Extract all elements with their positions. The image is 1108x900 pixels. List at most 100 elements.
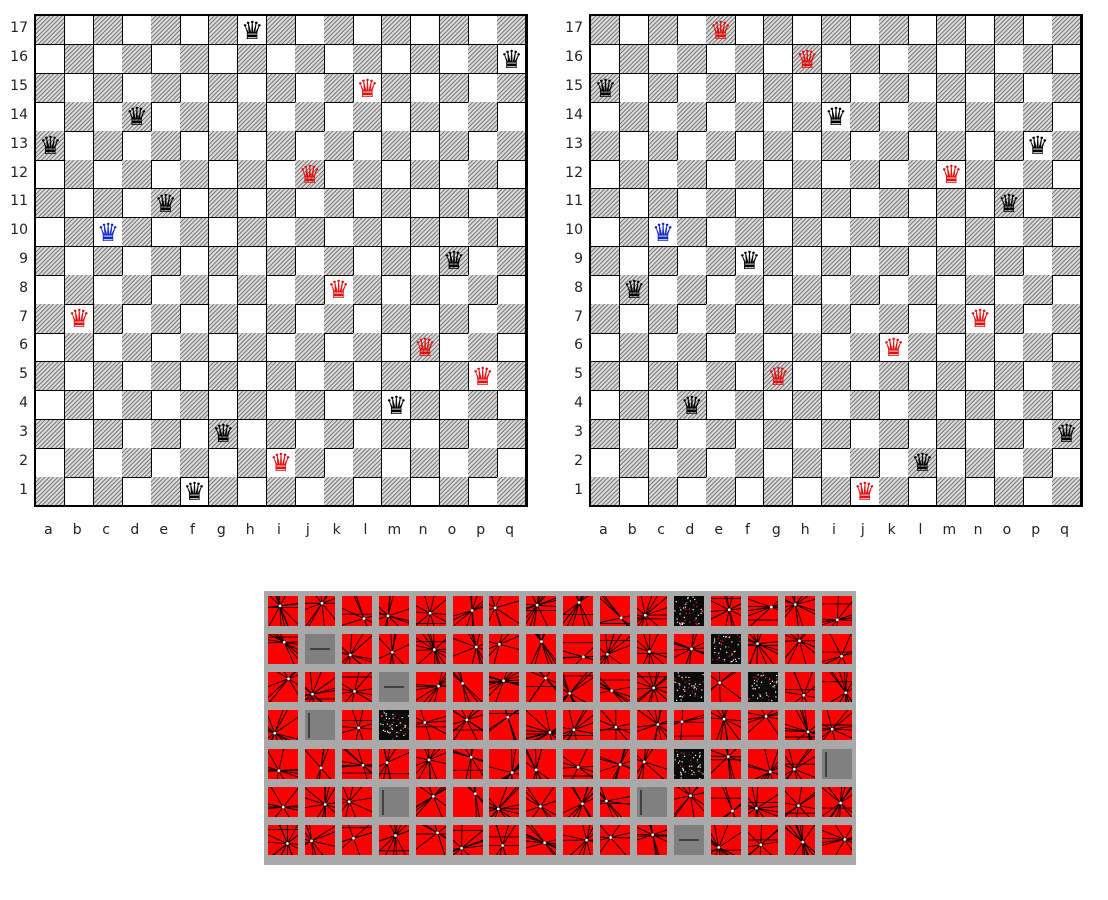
square-g10 (763, 217, 794, 248)
red-pattern-tile (304, 595, 335, 626)
square-a15 (36, 73, 66, 103)
square-f11 (735, 188, 765, 219)
square-f14 (180, 102, 210, 132)
square-f17 (735, 16, 765, 46)
square-i7 (821, 304, 851, 334)
red-pattern-tile (378, 748, 409, 779)
square-q6 (497, 333, 527, 363)
square-i11 (821, 188, 851, 219)
square-k12 (324, 160, 354, 190)
square-k14 (879, 102, 909, 132)
square-m6 (381, 333, 412, 363)
square-i2 (821, 448, 851, 478)
square-n11 (410, 188, 441, 219)
red-pattern-tile (526, 595, 557, 626)
square-m11 (381, 188, 412, 219)
red-pattern-tile (304, 825, 335, 856)
pattern-tile-grid (264, 591, 856, 865)
square-c2 (648, 448, 678, 478)
square-a2 (591, 448, 621, 478)
square-h13 (237, 131, 268, 161)
rank-label: 6 (574, 337, 583, 354)
square-g6 (208, 333, 239, 363)
square-b6 (64, 333, 95, 363)
square-i1 (821, 477, 851, 507)
red-pattern-tile (600, 710, 631, 741)
square-h10 (792, 217, 823, 248)
square-a8 (36, 275, 66, 305)
square-j1 (850, 477, 880, 507)
square-a11 (36, 188, 66, 219)
square-j14 (295, 102, 325, 132)
square-k16 (879, 44, 909, 75)
file-label: n (973, 522, 983, 538)
board-grid: ♛♛♛♛♛♛♛♛♛♛♛♛♛♛♛♛♛ (589, 14, 1083, 507)
gray-pattern-tile (304, 633, 335, 664)
black-queen-icon: ♛ (442, 246, 466, 276)
blue-queen-icon: ♛ (96, 217, 120, 247)
square-q15 (497, 73, 527, 103)
square-b14 (619, 102, 650, 132)
square-b10 (619, 217, 650, 248)
square-f15 (180, 73, 210, 103)
square-i1 (266, 477, 296, 507)
red-pattern-tile (747, 595, 778, 626)
square-n5 (410, 361, 441, 392)
square-a17 (591, 16, 621, 46)
square-p6 (468, 333, 498, 363)
black-pattern-tile (378, 710, 409, 741)
red-pattern-tile (415, 633, 446, 664)
file-label: h (245, 522, 255, 538)
red-pattern-tile (452, 595, 483, 626)
rank-label: 17 (10, 20, 28, 37)
square-i3 (821, 419, 851, 449)
red-pattern-tile (268, 748, 298, 779)
square-m7 (381, 304, 412, 334)
square-f12 (180, 160, 210, 190)
red-pattern-tile (268, 595, 298, 626)
square-c1 (648, 477, 678, 507)
square-g11 (763, 188, 794, 219)
square-n16 (965, 44, 996, 75)
square-i2 (266, 448, 296, 478)
square-q12 (497, 160, 527, 190)
square-n15 (965, 73, 996, 103)
square-c10 (93, 217, 123, 248)
red-pattern-tile (563, 633, 594, 664)
square-k5 (879, 361, 909, 392)
square-q9 (497, 246, 527, 276)
rank-label: 13 (565, 135, 583, 152)
square-f2 (735, 448, 765, 478)
red-pattern-tile (710, 595, 741, 626)
square-k6 (879, 333, 909, 363)
gray-pattern-tile (673, 825, 704, 856)
file-label: d (130, 522, 140, 538)
square-b17 (619, 16, 650, 46)
square-h4 (237, 390, 268, 421)
square-e12 (706, 160, 736, 190)
square-e12 (151, 160, 181, 190)
square-g7 (763, 304, 794, 334)
square-d11 (677, 188, 707, 219)
red-queen-icon: ♛ (298, 160, 322, 190)
square-c5 (648, 361, 678, 392)
square-i10 (266, 217, 296, 248)
red-pattern-tile (415, 672, 446, 703)
square-b2 (619, 448, 650, 478)
square-e5 (706, 361, 736, 392)
black-queen-icon: ♛ (39, 131, 62, 161)
square-f16 (735, 44, 765, 75)
square-k16 (324, 44, 354, 75)
red-pattern-tile (821, 787, 852, 817)
square-n3 (965, 419, 996, 449)
square-o6 (994, 333, 1024, 363)
square-e16 (706, 44, 736, 75)
square-p1 (468, 477, 498, 507)
square-p8 (468, 275, 498, 305)
file-label: e (714, 522, 724, 538)
square-f13 (735, 131, 765, 161)
rank-label: 4 (574, 395, 583, 412)
rank-label: 15 (10, 78, 28, 95)
square-f5 (735, 361, 765, 392)
square-q17 (497, 16, 527, 46)
